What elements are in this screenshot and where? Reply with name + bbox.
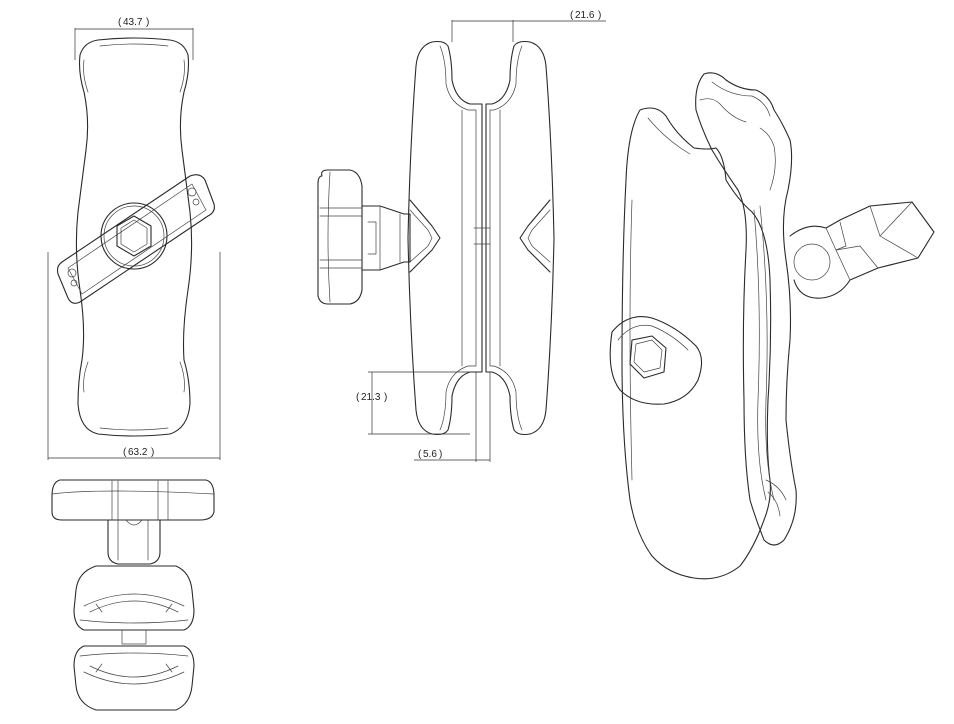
svg-text:(: ( (418, 449, 422, 460)
side-view: ( 21.6 ) (317, 10, 606, 462)
svg-text:): ) (384, 392, 387, 403)
dimension-socket-height: ( 21.3 ) (356, 371, 470, 435)
svg-text:(: ( (123, 447, 127, 458)
arm-body-outline (75, 37, 193, 437)
dimension-top-width: ( 43.7 ) (74, 17, 194, 60)
svg-text:(: ( (356, 392, 360, 403)
base-plate (56, 174, 215, 304)
dim-overall-width-label: 63.2 (128, 447, 148, 458)
dim-socket-height-label: 21.3 (361, 392, 381, 403)
dim-groove-width-label: 5.6 (423, 449, 437, 460)
iso-hex-socket-icon (629, 335, 667, 379)
arm-half-left (407, 40, 483, 436)
dimension-groove-width: ( 5.6 ) (414, 372, 491, 462)
svg-text:): ) (146, 17, 149, 28)
arm-half-right (485, 40, 555, 436)
bottom-view (51, 479, 215, 711)
iso-ball-base (789, 201, 935, 299)
tightening-knob-side (317, 169, 411, 305)
tightening-knob-front (100, 202, 168, 270)
iso-arm-front (621, 107, 772, 580)
dim-side-width-label: 21.6 (575, 10, 595, 21)
svg-text:): ) (151, 447, 154, 458)
dimension-overall-width: ( 63.2 ) (47, 252, 221, 460)
dim-top-width-label: 43.7 (123, 17, 143, 28)
isometric-view (609, 72, 935, 580)
dimension-side-width: ( 21.6 ) (451, 10, 606, 42)
svg-text:(: ( (570, 10, 574, 21)
iso-knob (609, 316, 703, 405)
svg-text:): ) (598, 10, 601, 21)
hex-socket-icon (116, 215, 152, 257)
svg-text:): ) (439, 449, 442, 460)
iso-arm-back (695, 72, 797, 546)
svg-text:(: ( (118, 17, 122, 28)
front-view: ( 43.7 ) (47, 17, 221, 460)
